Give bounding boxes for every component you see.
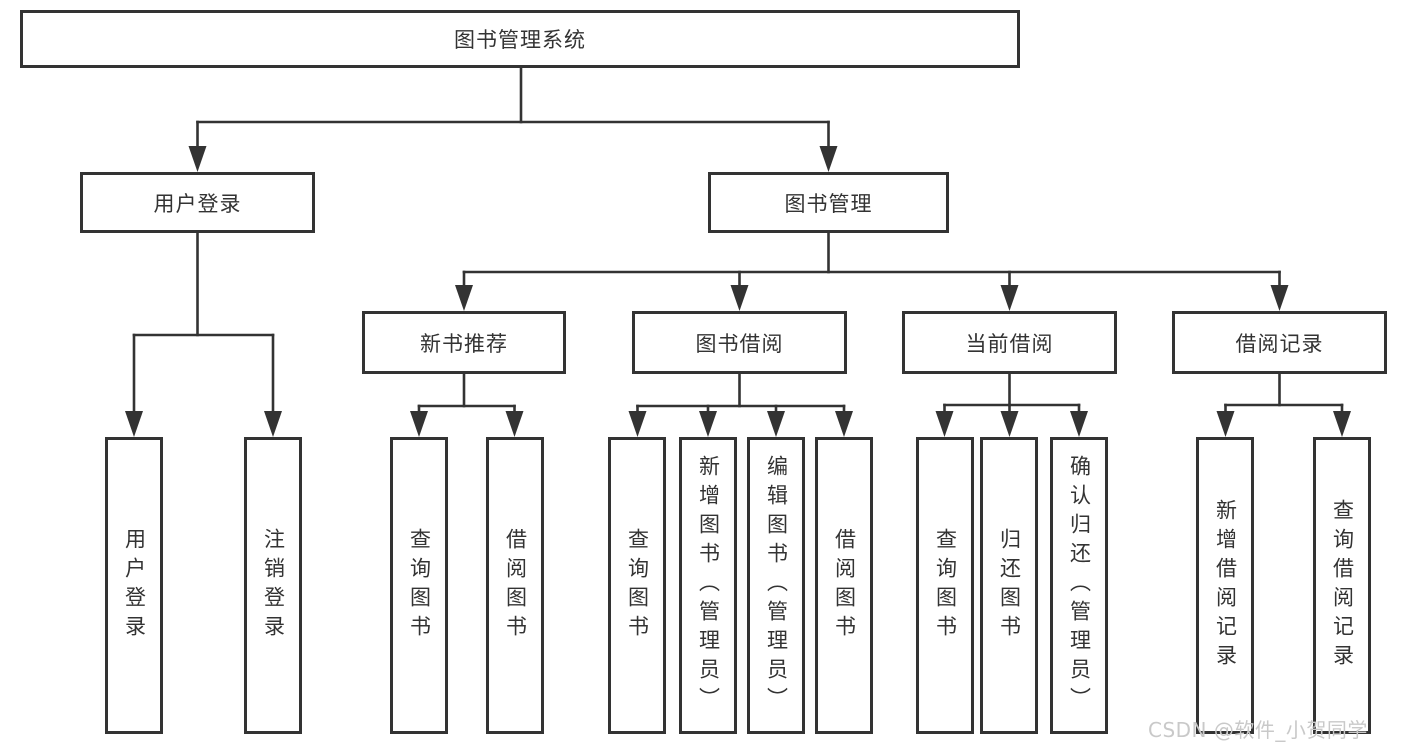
leaf-current-confirm-return-admin-label: 确认归还（管理员） [1067,455,1092,716]
leaf-borrow-query-books: 查询图书 [608,437,666,734]
node-user-login-label: 用户登录 [153,191,242,216]
leaf-user-login-label: 用户登录 [122,527,147,644]
node-current-borrowing-label: 当前借阅 [965,331,1054,356]
leaf-borrow-add-books-admin: 新增图书（管理员） [679,437,737,734]
node-current-borrowing: 当前借阅 [902,311,1117,374]
node-root-system: 图书管理系统 [20,10,1020,68]
leaf-current-confirm-return-admin: 确认归还（管理员） [1050,437,1108,734]
leaf-records-add-record: 新增借阅记录 [1196,437,1254,734]
leaf-logout-label: 注销登录 [261,527,286,644]
leaf-newbook-query-books-label: 查询图书 [407,527,432,644]
node-borrow-records: 借阅记录 [1172,311,1387,374]
leaf-borrow-edit-books-admin-label: 编辑图书（管理员） [764,455,789,716]
leaf-borrow-add-books-admin-label: 新增图书（管理员） [696,455,721,716]
leaf-borrow-query-books-label: 查询图书 [625,527,650,644]
node-new-book-recommend-label: 新书推荐 [420,331,508,356]
node-new-book-recommend: 新书推荐 [362,311,566,374]
csdn-watermark: CSDN @软件_小贺同学 [1148,718,1368,742]
leaf-newbook-query-books: 查询图书 [390,437,448,734]
leaf-newbook-borrow-books-label: 借阅图书 [503,527,528,644]
leaf-borrow-edit-books-admin: 编辑图书（管理员） [747,437,805,734]
node-book-management: 图书管理 [708,172,949,233]
leaf-records-query-record: 查询借阅记录 [1313,437,1371,734]
leaf-current-query-books-label: 查询图书 [933,527,958,644]
node-book-borrowing: 图书借阅 [632,311,847,374]
leaf-borrow-borrow-books: 借阅图书 [815,437,873,734]
leaf-user-login: 用户登录 [105,437,163,734]
leaf-records-query-record-label: 查询借阅记录 [1330,498,1355,673]
leaf-current-return-books-label: 归还图书 [997,527,1022,644]
leaf-logout: 注销登录 [244,437,302,734]
node-borrow-records-label: 借阅记录 [1235,331,1324,356]
leaf-records-add-record-label: 新增借阅记录 [1213,498,1238,673]
leaf-current-query-books: 查询图书 [916,437,974,734]
leaf-borrow-borrow-books-label: 借阅图书 [832,527,857,644]
node-root-system-label: 图书管理系统 [454,28,586,52]
leaf-newbook-borrow-books: 借阅图书 [486,437,544,734]
node-book-borrowing-label: 图书借阅 [695,331,784,356]
node-book-management-label: 图书管理 [784,191,873,216]
node-user-login: 用户登录 [80,172,315,233]
leaf-current-return-books: 归还图书 [980,437,1038,734]
